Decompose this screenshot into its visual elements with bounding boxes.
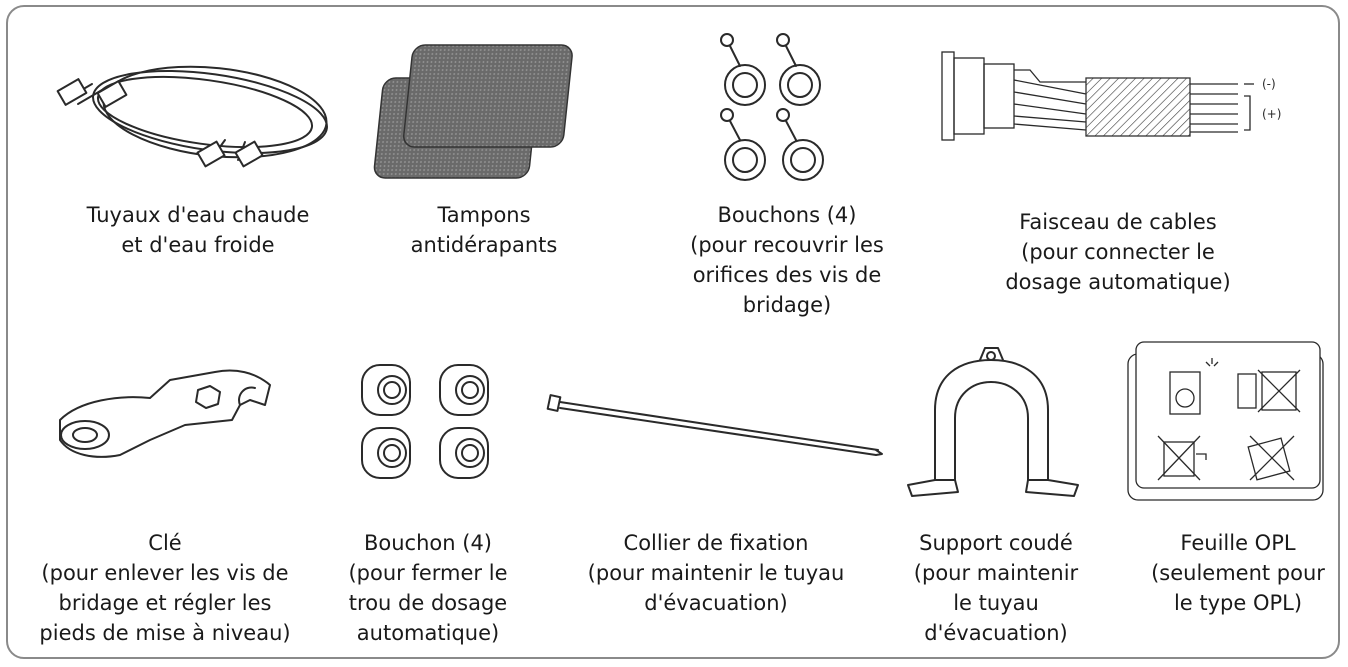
caption-line: Bouchons (4) [717,203,857,227]
caption-line: automatique) [356,621,500,645]
caption-line: (pour maintenir le tuyau [587,561,845,585]
caption-line: (pour fermer le [348,561,508,585]
caption-line: Feuille OPL [1180,531,1296,555]
caption-line: le tuyau [953,591,1039,615]
caption-line: Bouchon (4) [363,531,492,555]
caption-line: Clé [148,531,182,555]
caption-line: Tuyaux d'eau chaude [86,203,310,227]
caption-line: trou de dosage [348,591,508,615]
caption-line: (pour recouvrir les [690,233,884,257]
caption-line: Collier de fixation [623,531,809,555]
plus-label: (+) [1262,107,1282,121]
caption-line: (pour enlever les vis de [41,561,289,585]
caption-line: bridage et régler les [58,591,272,615]
caption-line: (seulement pour [1151,561,1325,585]
caption-line: (pour maintenir [913,561,1079,585]
caption-line: Support coudé [919,531,1073,555]
minus-label: (-) [1262,77,1276,91]
caption-line: antidérapants [410,233,558,257]
caption-line: bridage) [742,293,832,317]
caption-line: et d'eau froide [121,233,275,257]
caption-line: d'évacuation) [644,591,788,615]
caption-line: orifices des vis de [692,263,882,287]
caption-line: dosage automatique) [1005,270,1231,294]
caption-line: (pour connecter le [1021,240,1215,264]
caption-line: pieds de mise à niveau) [39,621,291,645]
caption-line: Tampons [437,203,531,227]
caption-line: Faisceau de cables [1019,210,1217,234]
accessories-frame [6,5,1340,659]
caption-line: d'évacuation) [924,621,1068,645]
caption-line: le type OPL) [1173,591,1303,615]
